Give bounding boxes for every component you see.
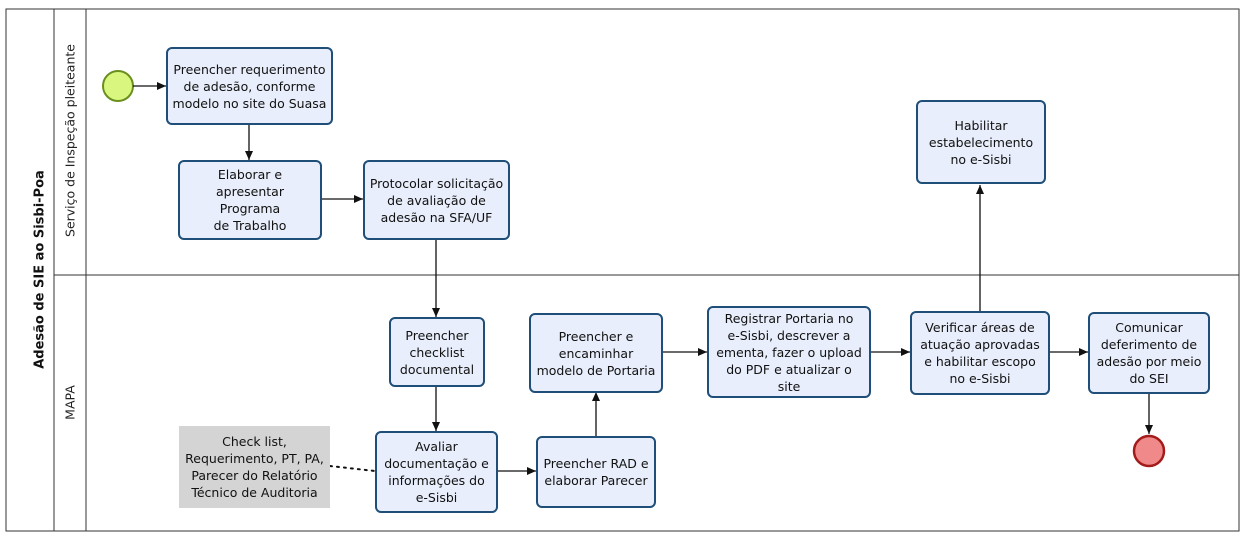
- task-portaria-modelo[interactable]: Preencher e encaminhar modelo de Portari…: [529, 313, 663, 393]
- task-label: Protocolar solicitação de avaliação de a…: [369, 175, 504, 225]
- task-elaborar-programa[interactable]: Elaborar e apresentar Programa de Trabal…: [178, 160, 322, 240]
- end-event: [1132, 434, 1166, 468]
- task-preencher-rad[interactable]: Preencher RAD e elaborar Parecer: [536, 436, 656, 508]
- task-preencher-requerimento[interactable]: Preencher requerimento de adesão, confor…: [166, 47, 333, 125]
- start-event: [102, 70, 134, 102]
- task-label: Comunicar deferimento de adesão por meio…: [1096, 320, 1202, 386]
- association-annotation-to-avaliar: [329, 465, 376, 472]
- task-label: Preencher RAD e elaborar Parecer: [543, 456, 649, 488]
- task-protocolar[interactable]: Protocolar solicitação de avaliação de a…: [363, 160, 510, 240]
- task-label: Elaborar e apresentar Programa de Trabal…: [213, 167, 287, 233]
- task-label: Verificar áreas de atuação aprovadas e h…: [920, 320, 1040, 386]
- task-checklist[interactable]: Preencher checklist documental: [389, 317, 485, 387]
- task-label: Avaliar documentação e informações do e-…: [384, 439, 489, 505]
- task-label: Habilitar estabelecimento no e-Sisbi: [928, 117, 1034, 167]
- task-label: Preencher requerimento de adesão, confor…: [172, 61, 327, 111]
- data-annotation: Check list, Requerimento, PT, PA, Parece…: [179, 426, 330, 508]
- pool-title: Adesão de SIE ao Sisbi-Poa: [32, 170, 48, 369]
- lane-label-servico: Serviço de Inspeção pleiteante: [62, 44, 78, 237]
- task-verificar[interactable]: Verificar áreas de atuação aprovadas e h…: [910, 311, 1050, 395]
- task-label: Preencher checklist documental: [399, 327, 475, 377]
- task-comunicar[interactable]: Comunicar deferimento de adesão por meio…: [1088, 312, 1210, 394]
- lane-label-mapa: MAPA: [62, 385, 78, 420]
- task-registrar-portaria[interactable]: Registrar Portaria no e-Sisbi, descrever…: [707, 306, 871, 398]
- task-label: Preencher e encaminhar modelo de Portari…: [536, 328, 656, 378]
- annotation-text: Check list, Requerimento, PT, PA, Parece…: [185, 434, 324, 500]
- task-avaliar[interactable]: Avaliar documentação e informações do e-…: [375, 431, 498, 513]
- task-label: Registrar Portaria no e-Sisbi, descrever…: [716, 310, 862, 394]
- task-habilitar[interactable]: Habilitar estabelecimento no e-Sisbi: [916, 100, 1046, 184]
